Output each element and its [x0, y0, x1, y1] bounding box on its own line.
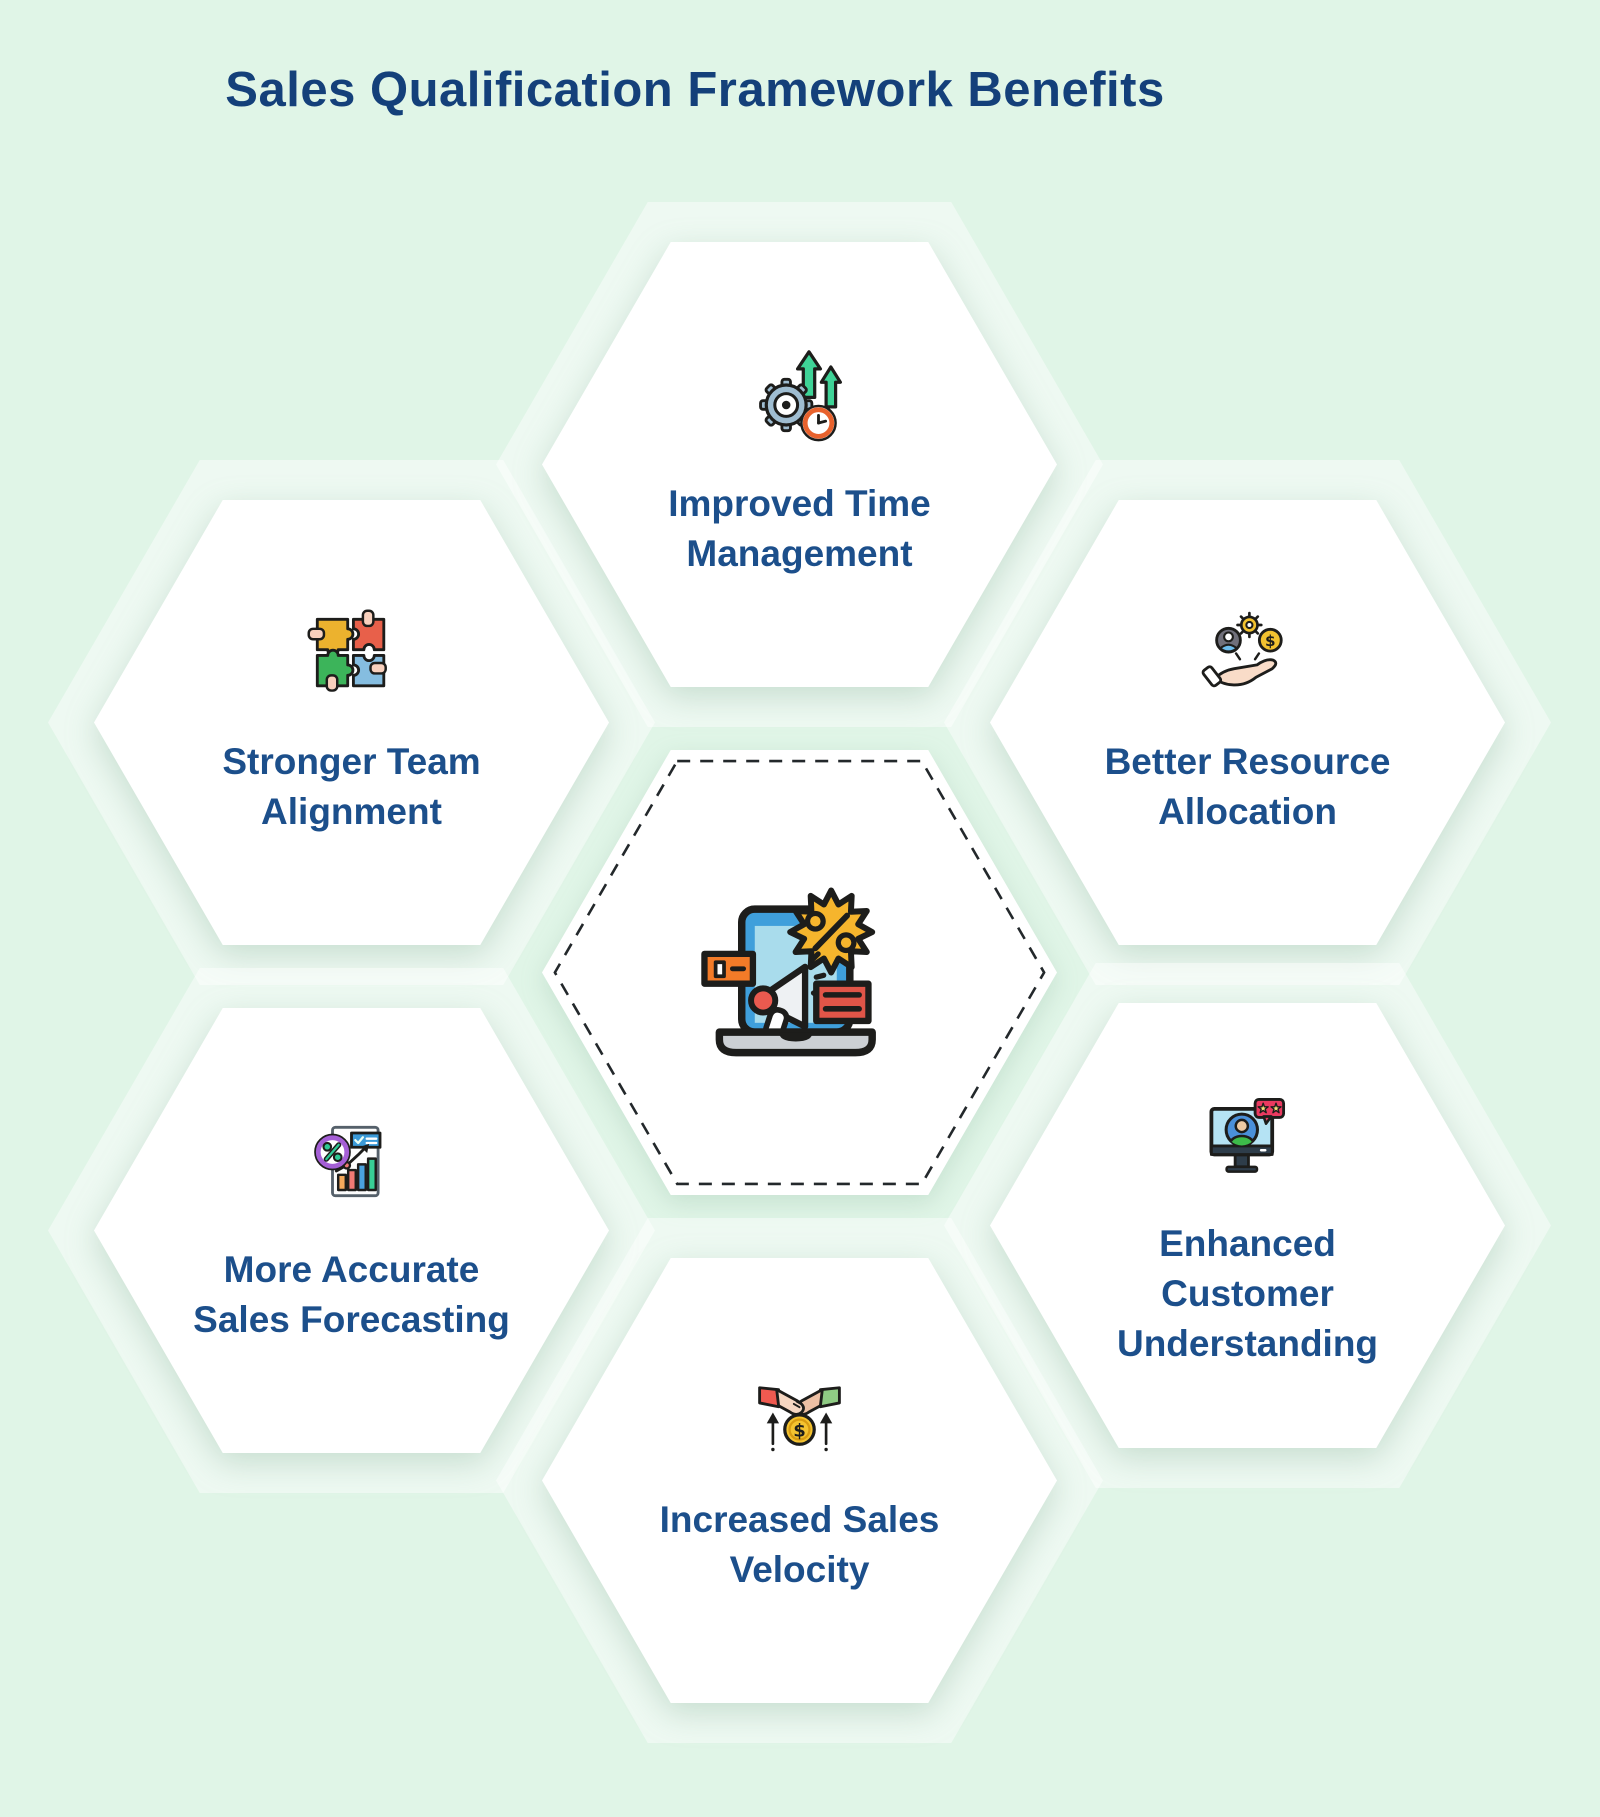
- resource-allocation-icon: $: [1200, 606, 1295, 701]
- benefit-hexagon-enhanced-customer-understanding: Enhanced Customer Understanding: [944, 963, 1551, 1488]
- benefit-hexagon-improved-time-management: Improved Time Management: [496, 202, 1103, 727]
- benefit-label: More Accurate Sales Forecasting: [193, 1249, 510, 1340]
- center-hexagon: [542, 750, 1057, 1195]
- sales-forecasting-icon: [304, 1114, 399, 1209]
- benefit-label: Increased Sales Velocity: [659, 1499, 940, 1590]
- benefit-label: Improved Time Management: [668, 483, 931, 574]
- svg-text:$: $: [793, 1421, 806, 1442]
- sales-velocity-icon: $: [752, 1364, 847, 1459]
- svg-text:$: $: [1265, 632, 1276, 650]
- benefit-label: Better Resource Allocation: [1104, 741, 1391, 832]
- benefit-hexagon-more-accurate-sales-forecasting: More Accurate Sales Forecasting: [48, 968, 655, 1493]
- laptop-promotion-icon: [697, 870, 902, 1075]
- page-title: Sales Qualification Framework Benefits: [225, 63, 1165, 117]
- benefit-hexagon-stronger-team-alignment: Stronger Team Alignment: [48, 460, 655, 985]
- benefit-hexagon-increased-sales-velocity: $ Increased Sales Velocity: [496, 1218, 1103, 1743]
- benefit-label: Stronger Team Alignment: [222, 741, 481, 832]
- team-alignment-icon: [304, 606, 399, 701]
- benefit-hexagon-better-resource-allocation: $ Better Resource Allocation: [944, 460, 1551, 985]
- benefit-label: Enhanced Customer Understanding: [1116, 1223, 1379, 1364]
- customer-understanding-icon: [1200, 1088, 1295, 1183]
- time-management-icon: [752, 348, 847, 443]
